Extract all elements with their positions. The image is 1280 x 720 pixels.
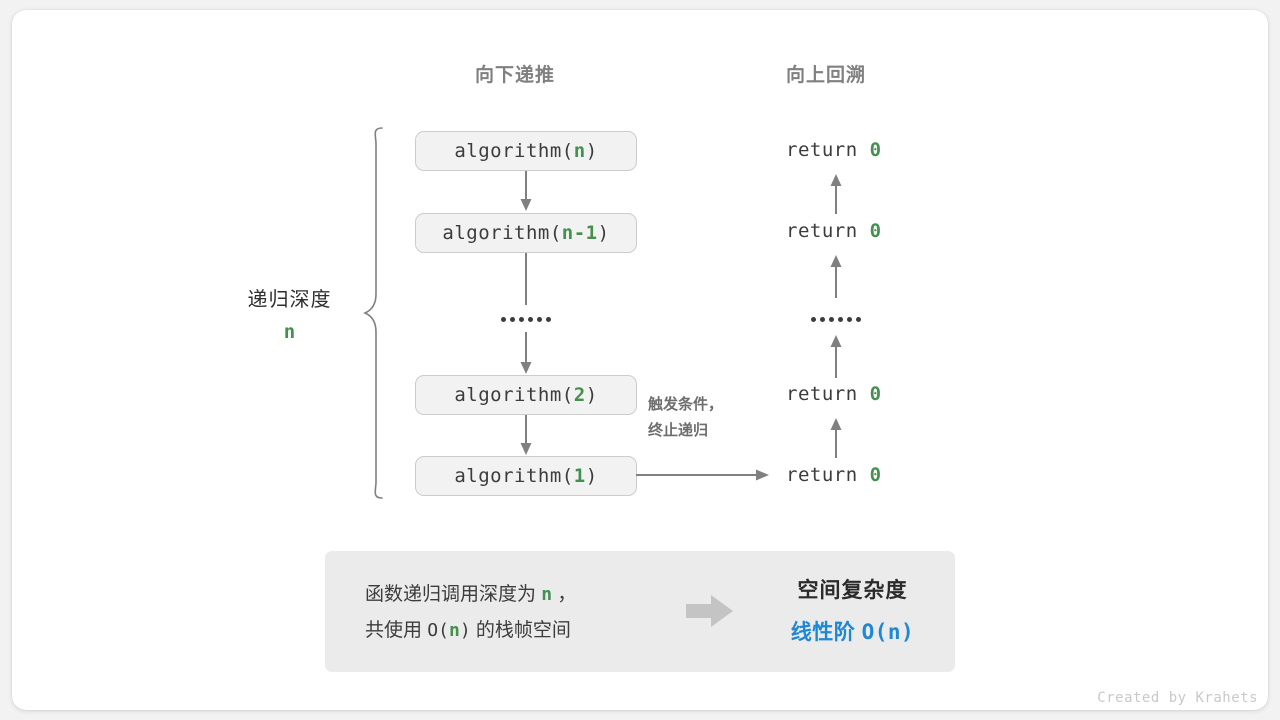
call-box-3-prefix: algorithm( <box>454 465 574 487</box>
summary-result-expr: O(n) <box>861 620 915 644</box>
terminate-condition-note: 触发条件， 终止递归 <box>648 392 723 444</box>
header-downward-recursion: 向下递推 <box>475 65 556 86</box>
call-box-3-arg: 1 <box>573 465 586 487</box>
return-line-0-value: 0 <box>869 139 882 161</box>
summary-result-title: 空间复杂度 <box>797 579 908 602</box>
call-box-2: algorithm(2) <box>415 375 637 415</box>
summary-line1-prefix: 函数递归调用深度为 <box>365 584 542 605</box>
summary-line2-close: ) <box>459 620 471 641</box>
summary-result: 空间复杂度 线性阶 O(n) <box>765 574 940 646</box>
down-arrow-icon-2 <box>520 332 532 374</box>
recursion-depth-value: n <box>283 321 296 343</box>
call-box-0-suffix: ) <box>585 140 598 162</box>
down-arrow-icon-0 <box>520 171 532 211</box>
call-box-0-arg: n <box>573 140 586 162</box>
recursion-depth-text: 递归深度 <box>247 289 332 311</box>
summary-line2-n: n <box>448 620 460 641</box>
call-box-3: algorithm(1) <box>415 456 637 496</box>
call-box-2-arg: 2 <box>573 384 586 406</box>
terminate-note-line-2: 终止递归 <box>648 422 709 439</box>
summary-line2-o: O( <box>427 620 449 641</box>
down-arrow-icon-3 <box>520 415 532 455</box>
call-box-3-suffix: ) <box>585 465 598 487</box>
call-box-2-prefix: algorithm( <box>454 384 574 406</box>
call-box-1-arg: n-1 <box>561 222 598 244</box>
depth-brace-icon <box>362 127 383 499</box>
header-upward-backtrack: 向上回溯 <box>786 65 867 86</box>
up-arrow-icon-2 <box>830 335 842 378</box>
call-box-1-prefix: algorithm( <box>442 222 562 244</box>
call-box-2-suffix: ) <box>585 384 598 406</box>
return-line-2-value: 0 <box>869 383 882 405</box>
summary-description: 函数递归调用深度为 n ， 共使用 O(n) 的栈帧空间 <box>365 577 576 649</box>
summary-line1-n: n <box>541 584 553 605</box>
return-line-2: return 0 <box>786 383 882 405</box>
down-arrow-icon-1 <box>525 253 527 305</box>
return-line-3-text: return <box>786 464 870 486</box>
summary-line1-suffix: ， <box>552 584 577 605</box>
call-box-0-prefix: algorithm( <box>454 140 574 162</box>
call-box-1: algorithm(n-1) <box>415 213 637 253</box>
return-line-0: return 0 <box>786 139 882 161</box>
return-line-1-text: return <box>786 220 870 242</box>
return-line-3: return 0 <box>786 464 882 486</box>
return-line-1: return 0 <box>786 220 882 242</box>
call-box-0: algorithm(n) <box>415 131 637 171</box>
return-line-3-value: 0 <box>869 464 882 486</box>
summary-description-line-1: 函数递归调用深度为 n ， <box>365 577 576 613</box>
up-arrow-icon-1 <box>830 255 842 298</box>
terminate-arrow-icon <box>636 469 769 481</box>
left-column-ellipsis <box>501 317 551 322</box>
return-line-2-text: return <box>786 383 870 405</box>
up-arrow-icon-3 <box>830 418 842 458</box>
call-box-1-suffix: ) <box>597 222 610 244</box>
up-arrow-icon-0 <box>830 174 842 214</box>
credit-text: Created by Krahets <box>1097 690 1258 706</box>
return-line-1-value: 0 <box>869 220 882 242</box>
summary-result-value: 线性阶 O(n) <box>765 616 940 646</box>
right-block-arrow-icon <box>686 595 733 627</box>
summary-line2-prefix: 共使用 <box>365 620 428 641</box>
right-column-ellipsis <box>811 317 861 322</box>
summary-description-line-2: 共使用 O(n) 的栈帧空间 <box>365 613 576 649</box>
complexity-summary-panel: 函数递归调用深度为 n ， 共使用 O(n) 的栈帧空间 空间复杂度 线性阶 O… <box>325 551 955 672</box>
terminate-note-line-1: 触发条件， <box>648 396 724 413</box>
summary-line2-suffix: 的栈帧空间 <box>470 620 571 641</box>
recursion-depth-label: 递归深度 n <box>212 283 367 343</box>
summary-result-label: 线性阶 <box>790 621 862 644</box>
return-line-0-text: return <box>786 139 870 161</box>
